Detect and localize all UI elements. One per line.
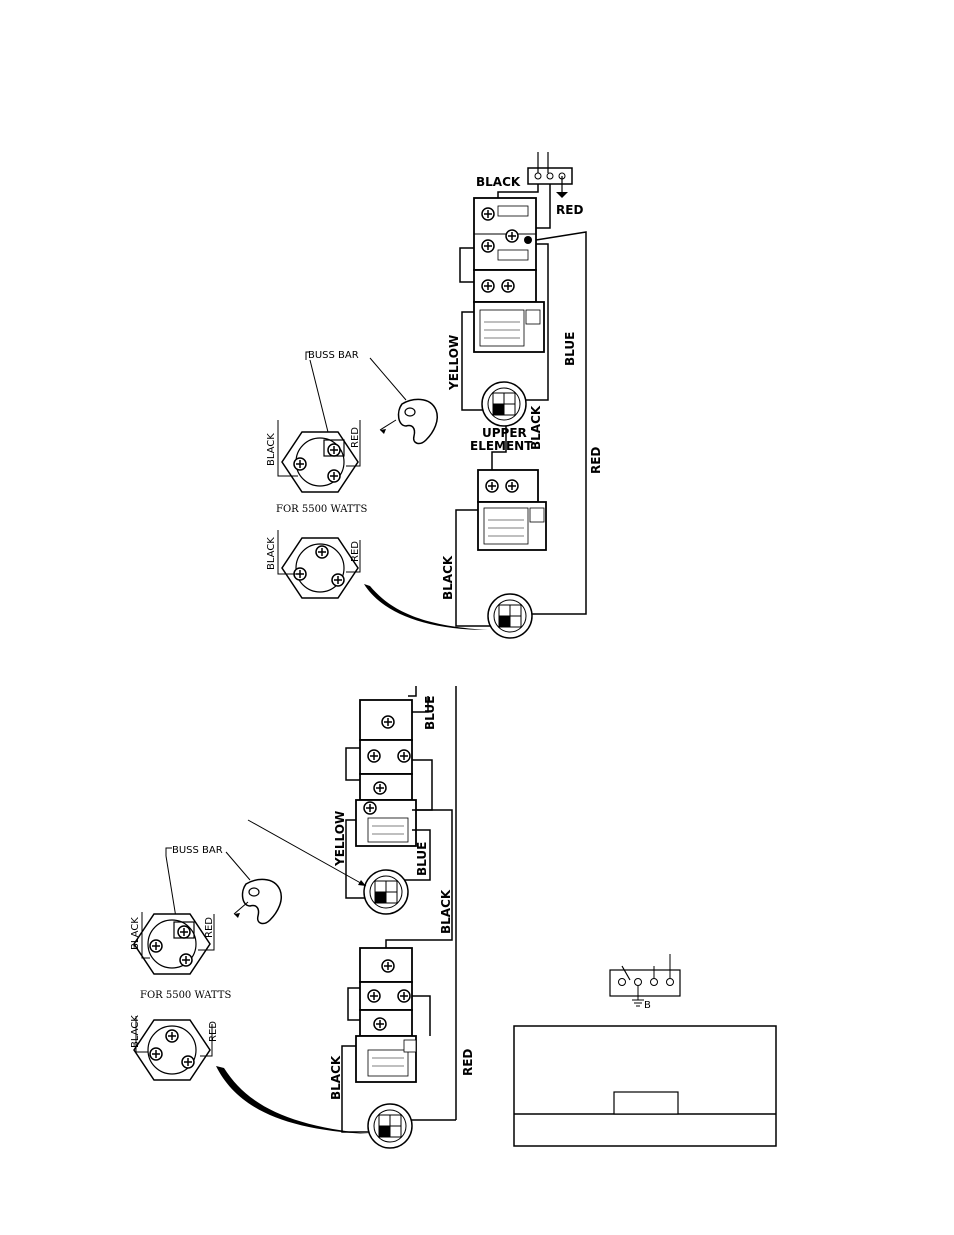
blank-info-box (514, 1026, 776, 1146)
upper-element (482, 382, 526, 426)
label-for-5500-watts: FOR 5500 WATTS (276, 504, 367, 515)
label-yellow: YELLOW (333, 811, 347, 867)
label-black-supply: BLACK (476, 175, 521, 189)
label-black-element2: BLACK (130, 1015, 141, 1048)
label-black-lower: BLACK (329, 1055, 343, 1100)
label-upper-element-2: ELEMENT (470, 439, 533, 453)
upper-thermostat (474, 270, 544, 352)
label-blue-top: BLUE (423, 696, 437, 730)
bottom-upper-element (364, 870, 408, 914)
label-red: RED (461, 1049, 475, 1076)
bottom-wiring-diagram: BLUE YELLOW BLUE BLACK BLACK RED BUSS BA… (130, 686, 475, 1148)
label-ground-b: B (644, 1000, 651, 1011)
bottom-lower-element (368, 1104, 412, 1148)
label-black-mid: BLACK (439, 889, 453, 934)
label-red-supply: RED (556, 203, 583, 217)
label-black-element1: BLACK (130, 917, 141, 950)
switch-schematic: B (610, 954, 680, 1011)
label-yellow: YELLOW (447, 335, 461, 391)
label-black-mid: BLACK (529, 405, 543, 450)
label-blue: BLUE (563, 332, 577, 366)
top-wiring-diagram: BLACK RED YELLOW BLUE UPPER ELEMENT BLAC… (266, 152, 603, 638)
label-for-5500-watts: FOR 5500 WATTS (140, 990, 231, 1001)
label-red-element1: RED (204, 917, 215, 938)
label-blue: BLUE (415, 842, 429, 876)
lower-thermostat (478, 470, 546, 550)
label-black-element1: BLACK (266, 433, 277, 466)
label-red-element2: RED (350, 541, 361, 562)
label-buss-bar: BUSS BAR (308, 350, 359, 361)
lower-element (488, 594, 532, 638)
label-black-element2: BLACK (266, 537, 277, 570)
label-buss-bar: BUSS BAR (172, 845, 223, 856)
label-red-element2: RED (208, 1021, 219, 1042)
label-upper-element-1: UPPER (482, 426, 527, 440)
label-red-long: RED (589, 447, 603, 474)
bottom-upper-thermostat (356, 700, 416, 846)
bottom-lower-thermostat (356, 948, 416, 1082)
upper-thermostat-high-limit (474, 198, 536, 270)
label-black-lower: BLACK (441, 555, 455, 600)
label-red-element1: RED (350, 427, 361, 448)
